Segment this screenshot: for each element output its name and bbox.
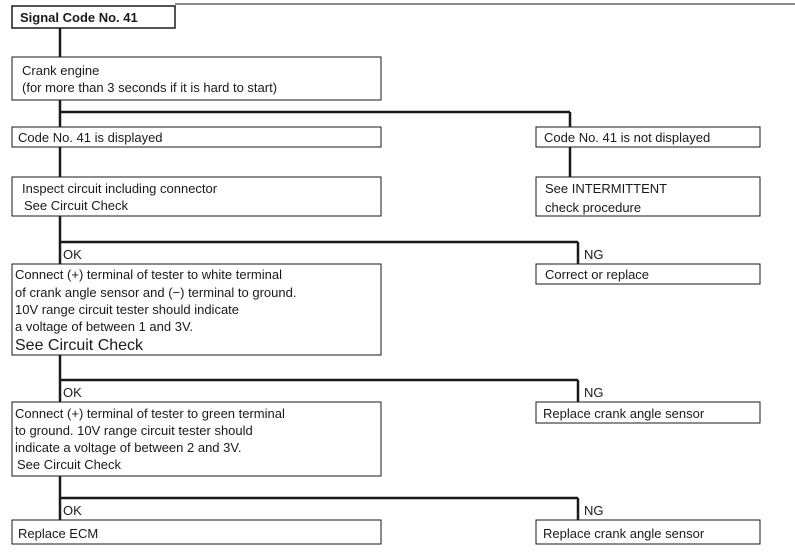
ng-label: NG [584, 385, 604, 400]
green-text-3: indicate a voltage of between 2 and 3V. [15, 440, 241, 455]
ok-label: OK [63, 247, 82, 262]
white-text-5: See Circuit Check [15, 337, 144, 354]
intermittent-text-1: See INTERMITTENT [545, 181, 667, 196]
crank-engine-box: Crank engine (for more than 3 seconds if… [11, 56, 382, 101]
crank-text-1: Crank engine [22, 63, 99, 78]
code-not-displayed-box: Code No. 41 is not displayed [535, 126, 761, 148]
white-text-4: a voltage of between 1 and 3V. [15, 319, 193, 334]
replace-sensor-text: Replace crank angle sensor [543, 526, 705, 541]
code-displayed-text: Code No. 41 is displayed [18, 130, 163, 145]
replace-sensor-box: Replace crank angle sensor [535, 401, 761, 424]
ok-label: OK [63, 385, 82, 400]
ng-label: NG [584, 503, 604, 518]
white-terminal-check-box: Connect (+) terminal of tester to white … [11, 263, 382, 356]
intermittent-text-2: check procedure [545, 200, 641, 215]
ng-label: NG [584, 247, 604, 262]
replace-ecm-box: Replace ECM [11, 519, 382, 545]
intermittent-box: See INTERMITTENT check procedure [535, 176, 761, 217]
green-text-2: to ground. 10V range circuit tester shou… [15, 423, 253, 438]
page-title: Signal Code No. 41 [20, 10, 138, 25]
crank-text-2: (for more than 3 seconds if it is hard t… [22, 80, 277, 95]
white-text-1: Connect (+) terminal of tester to white … [15, 267, 282, 282]
inspect-text-2: See Circuit Check [24, 198, 129, 213]
inspect-text-1: Inspect circuit including connector [22, 181, 218, 196]
code-displayed-box: Code No. 41 is displayed [11, 126, 382, 148]
white-text-2: of crank angle sensor and (−) terminal t… [15, 285, 296, 300]
title-box: Signal Code No. 41 [11, 5, 176, 29]
replace-ecm-text: Replace ECM [18, 526, 98, 541]
green-terminal-check-box: Connect (+) terminal of tester to green … [11, 401, 382, 477]
white-text-3: 10V range circuit tester should indicate [15, 302, 239, 317]
code-not-displayed-text: Code No. 41 is not displayed [544, 130, 710, 145]
inspect-circuit-box: Inspect circuit including connector See … [11, 176, 382, 217]
replace-sensor-text: Replace crank angle sensor [543, 406, 705, 421]
replace-sensor-box: Replace crank angle sensor [535, 519, 761, 545]
correct-replace-text: Correct or replace [545, 267, 649, 282]
green-text-4: See Circuit Check [17, 457, 122, 472]
correct-replace-box: Correct or replace [535, 263, 761, 285]
green-text-1: Connect (+) terminal of tester to green … [15, 406, 285, 421]
ok-label: OK [63, 503, 82, 518]
connector-lines [58, 3, 795, 520]
